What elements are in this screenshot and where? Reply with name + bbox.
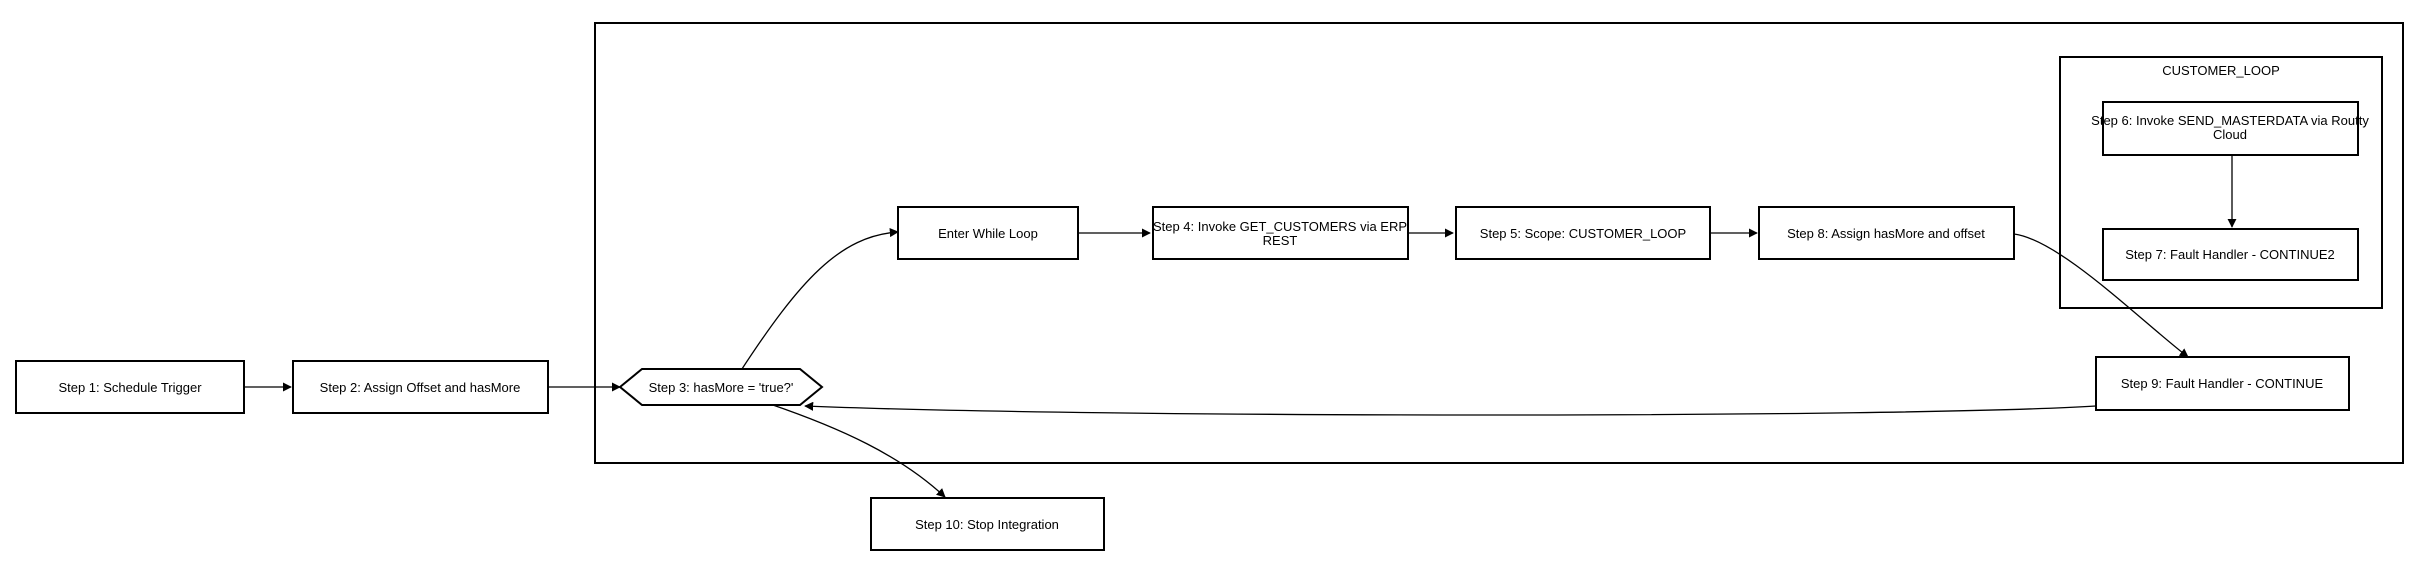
step8-node[interactable]: Step 8: Assign hasMore and offset: [1758, 206, 2015, 260]
step4-label-line1: Step 4: Invoke GET_CUSTOMERS via ERP: [1153, 219, 1407, 234]
customer-loop-frame: [2059, 56, 2383, 309]
step5-label: Step 5: Scope: CUSTOMER_LOOP: [1480, 226, 1686, 241]
enter-while-loop-label: Enter While Loop: [938, 226, 1038, 241]
step2-label: Step 2: Assign Offset and hasMore: [320, 380, 521, 395]
edge-step8-step9: [2013, 233, 2189, 358]
step3-decision-node[interactable]: Step 3: hasMore = 'true?': [618, 368, 824, 406]
step6-label-line2: Cloud: [2213, 127, 2247, 142]
edges: [244, 155, 2237, 498]
enter-while-loop-node[interactable]: Enter While Loop: [897, 206, 1079, 260]
step8-label: Step 8: Assign hasMore and offset: [1787, 226, 1985, 241]
step10-node[interactable]: Step 10: Stop Integration: [870, 497, 1105, 551]
step4-label-line2: REST: [1263, 233, 1298, 248]
step9-node[interactable]: Step 9: Fault Handler - CONTINUE: [2095, 356, 2350, 411]
edge-step3-step10: [769, 403, 946, 498]
step7-label: Step 7: Fault Handler - CONTINUE2: [2125, 247, 2335, 262]
step3-label: Step 3: hasMore = 'true?': [649, 380, 794, 395]
edge-step3-enter-loop: [739, 228, 899, 373]
while-loop-frame: [594, 22, 2404, 464]
step7-node[interactable]: Step 7: Fault Handler - CONTINUE2: [2102, 228, 2359, 281]
step9-label: Step 9: Fault Handler - CONTINUE: [2121, 376, 2324, 391]
step1-label: Step 1: Schedule Trigger: [58, 380, 202, 395]
step5-node[interactable]: Step 5: Scope: CUSTOMER_LOOP: [1455, 206, 1711, 260]
step6-label-line1: Step 6: Invoke SEND_MASTERDATA via Routt…: [2091, 113, 2369, 128]
customer-loop-title: CUSTOMER_LOOP: [2162, 63, 2280, 78]
step10-label: Step 10: Stop Integration: [915, 517, 1059, 532]
edge-step9-step3: [804, 401, 2097, 416]
customer-loop-container: CUSTOMER_LOOP: [2059, 56, 2383, 309]
step4-node[interactable]: Step 4: Invoke GET_CUSTOMERS via ERP RES…: [1152, 206, 1409, 260]
step6-node[interactable]: Step 6: Invoke SEND_MASTERDATA via Routt…: [2091, 101, 2369, 156]
step1-node[interactable]: Step 1: Schedule Trigger: [15, 360, 245, 414]
step2-node[interactable]: Step 2: Assign Offset and hasMore: [292, 360, 549, 414]
